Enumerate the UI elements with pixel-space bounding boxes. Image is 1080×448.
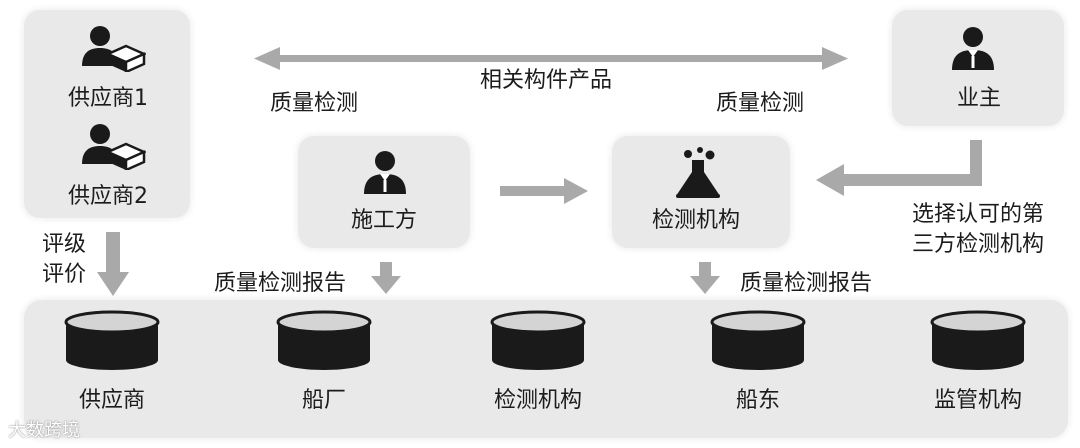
owner-label: 业主 <box>957 86 1002 111</box>
watermark: 大数跨境 <box>8 420 80 441</box>
supplier1-label: 供应商1 <box>68 86 148 111</box>
database-icon <box>710 310 806 370</box>
database-label: 监管机构 <box>933 388 1022 413</box>
database-icon <box>490 310 586 370</box>
select-agency-label-line1: 选择认可的第 <box>912 202 1045 227</box>
select-agency-label-line2: 三方检测机构 <box>912 232 1045 257</box>
report-left-label: 质量检测报告 <box>214 271 347 296</box>
quality-check-left-label: 质量检测 <box>270 91 359 116</box>
database-label: 检测机构 <box>493 388 582 413</box>
person-icon <box>952 27 994 70</box>
agency-report-arrow <box>690 262 720 294</box>
quality-check-right-label: 质量检测 <box>716 91 805 116</box>
owner-to-agency-arrow <box>816 140 982 196</box>
supplier-with-box-icon <box>82 26 146 72</box>
contractor-report-arrow <box>371 262 401 294</box>
database-icon <box>930 310 1026 370</box>
testing-agency-label: 检测机构 <box>652 208 741 233</box>
related-products-double-arrow <box>254 47 848 70</box>
database-label: 船厂 <box>301 388 346 413</box>
flask-icon <box>676 147 720 198</box>
supplier-with-box-icon <box>82 124 146 170</box>
supplier-box <box>24 10 190 218</box>
related-products-label: 相关构件产品 <box>480 68 613 93</box>
person-icon <box>364 151 406 194</box>
contractor-label: 施工方 <box>351 208 418 233</box>
database-icon <box>64 310 160 370</box>
supplier2-label: 供应商2 <box>68 184 148 209</box>
database-label: 供应商 <box>78 388 145 413</box>
database-icon <box>276 310 372 370</box>
supplier-down-arrow <box>97 232 129 296</box>
rating-label-line1: 评级 <box>42 232 87 257</box>
report-right-label: 质量检测报告 <box>740 271 873 296</box>
contractor-to-agency-arrow <box>500 178 588 204</box>
database-label: 船东 <box>735 388 780 413</box>
rating-label-line2: 评价 <box>42 262 87 287</box>
